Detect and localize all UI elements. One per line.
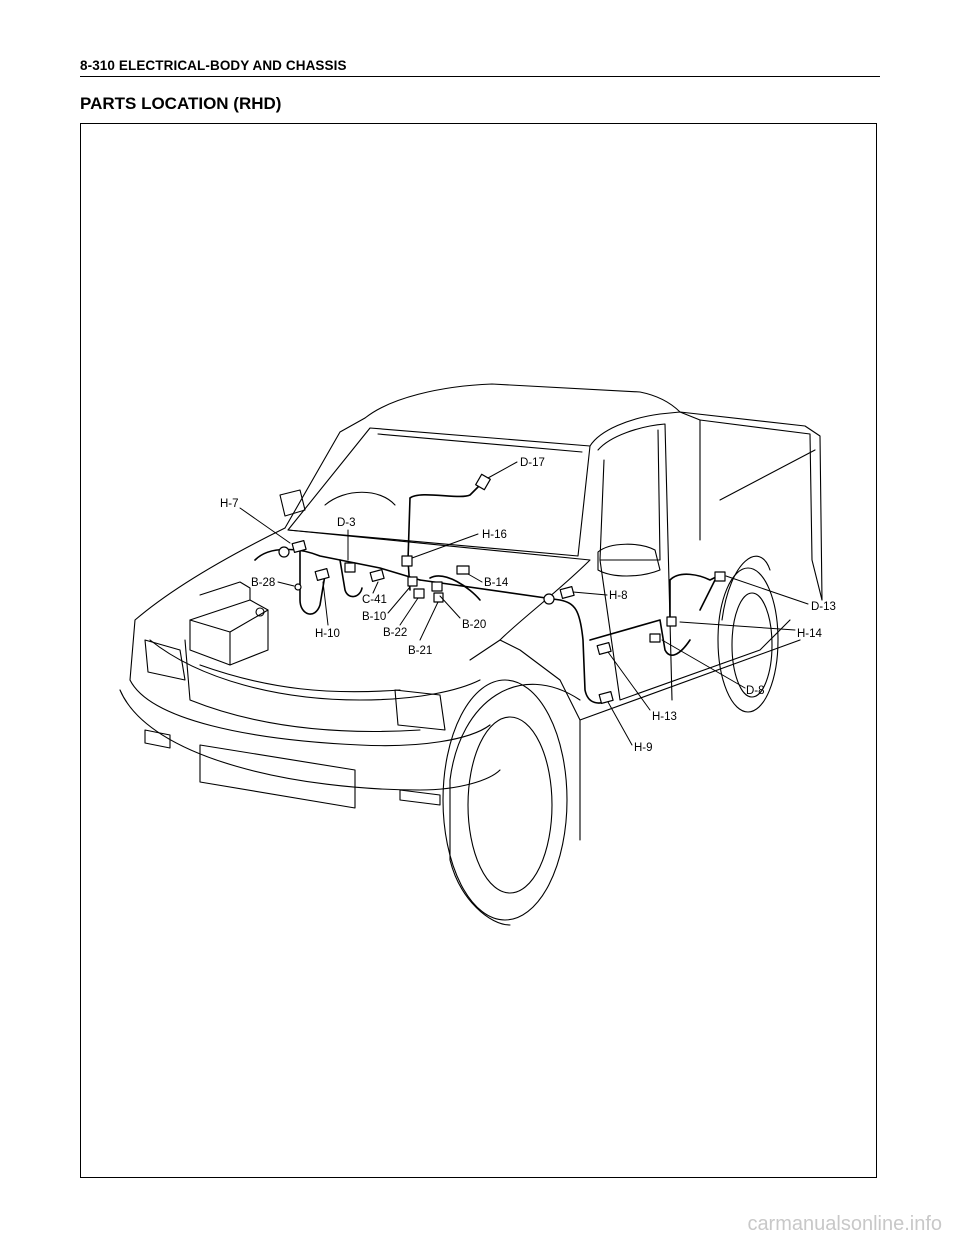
callout-h7: H-7 <box>220 498 239 510</box>
callout-d17: D-17 <box>520 457 545 469</box>
callout-d8: D-8 <box>746 685 765 697</box>
callout-h9: H-9 <box>634 742 653 754</box>
callout-c41: C-41 <box>362 594 387 606</box>
watermark: carmanualsonline.info <box>747 1213 942 1235</box>
callout-b22: B-22 <box>383 627 407 639</box>
diagram-frame <box>80 123 877 1178</box>
leader-lines <box>239 461 809 746</box>
wiring-harness <box>254 479 721 704</box>
callout-h13: H-13 <box>652 711 677 723</box>
page-header: 8-310 ELECTRICAL-BODY AND CHASSIS <box>80 58 347 73</box>
callout-b10: B-10 <box>362 611 386 623</box>
vehicle-outline <box>119 383 823 926</box>
connectors <box>278 473 726 704</box>
callout-b14: B-14 <box>484 577 509 589</box>
callout-h16: H-16 <box>482 529 507 541</box>
callout-h14: H-14 <box>797 628 823 640</box>
callout-h8: H-8 <box>609 590 628 602</box>
header-rule <box>80 76 880 77</box>
callout-d3: D-3 <box>337 517 356 529</box>
callout-h10: H-10 <box>315 628 340 640</box>
section-title: PARTS LOCATION (RHD) <box>80 94 282 113</box>
callout-b20: B-20 <box>462 619 486 631</box>
callout-b28: B-28 <box>251 577 275 589</box>
callout-b21: B-21 <box>408 645 432 657</box>
callout-labels: H-7 D-3 D-17 H-16 B-14 H-8 D-13 H-14 D-8… <box>220 457 836 754</box>
callout-d13: D-13 <box>811 601 836 613</box>
